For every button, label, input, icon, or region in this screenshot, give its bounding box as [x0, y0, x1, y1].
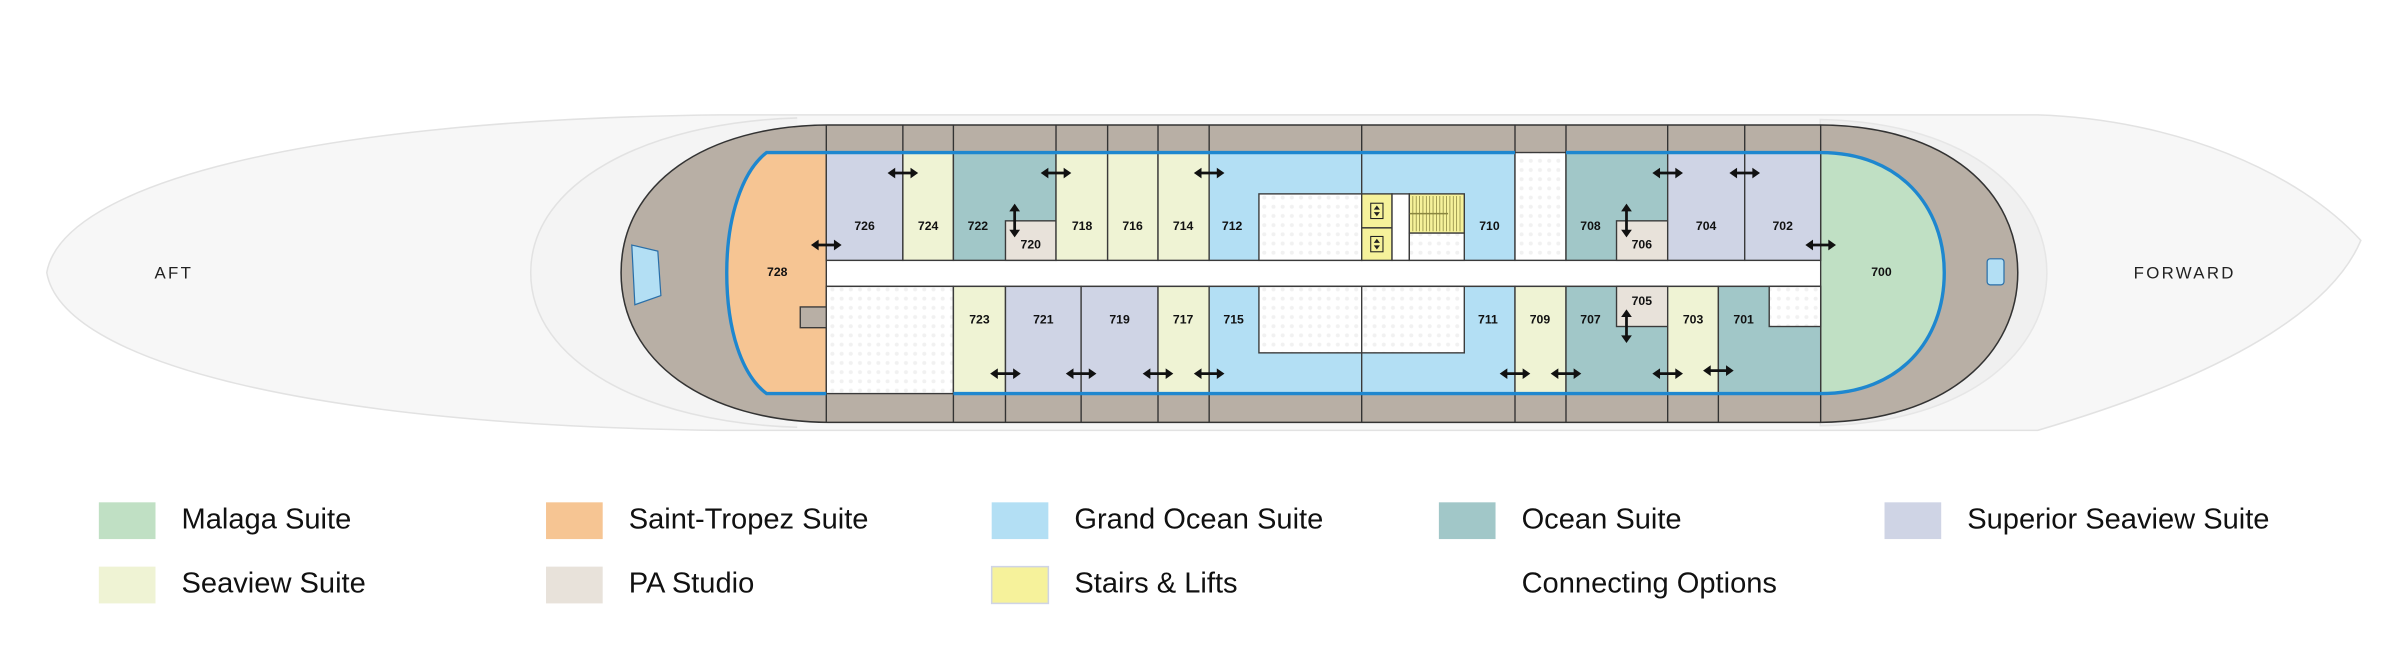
cabin-number: 700	[1871, 265, 1892, 279]
cabin-number: 714	[1173, 219, 1194, 233]
legend-item: Stairs & Lifts	[990, 565, 1238, 605]
cabin-number: 705	[1632, 294, 1653, 308]
cabin-number: 722	[968, 219, 989, 233]
cabin-number: 702	[1772, 219, 1793, 233]
connecting-arrow-icon	[1652, 368, 1683, 380]
lift	[1361, 193, 1393, 229]
connecting-arrow-icon	[1652, 167, 1683, 179]
cabin-702[interactable]	[1744, 151, 1822, 262]
legend-item: Superior Seaview Suite	[1884, 502, 2269, 540]
cabin-number: 718	[1072, 219, 1093, 233]
connecting-arrow-icon	[1550, 368, 1582, 380]
service-area	[1514, 151, 1567, 262]
cabin-703[interactable]	[1666, 285, 1720, 395]
legend-item: Ocean Suite	[1438, 502, 1682, 540]
legend-label: Seaview Suite	[182, 568, 366, 600]
suite-outline	[953, 150, 1946, 396]
legend-swatch	[98, 566, 156, 604]
cabin-716[interactable]	[1106, 151, 1159, 262]
legend-item: PA Studio	[546, 566, 755, 604]
lift-icon	[1370, 235, 1384, 253]
connecting-arrow-icon	[887, 167, 919, 179]
legend-item: Connecting Options	[1522, 568, 1777, 600]
connecting-arrow-icon	[1729, 167, 1761, 179]
connecting-arrow-icon	[1009, 203, 1021, 238]
cabin-number: 728	[767, 265, 788, 279]
lift-icon	[1370, 202, 1384, 220]
cabin-number: 719	[1109, 312, 1130, 326]
connecting-arrow-icon	[1805, 239, 1836, 251]
legend-label: Malaga Suite	[182, 503, 352, 535]
cabin-709[interactable]	[1514, 285, 1567, 395]
legend-swatch	[546, 502, 603, 540]
cabin-number: 708	[1580, 219, 1601, 233]
connecting-arrow-icon	[1703, 365, 1734, 376]
legend-label: Grand Ocean Suite	[1074, 503, 1323, 535]
legend-swatch	[1884, 502, 1942, 540]
cabin-number: 715	[1223, 312, 1244, 326]
cabin-number: 704	[1696, 219, 1717, 233]
forward-window	[1986, 258, 2005, 286]
deck-dividers	[825, 124, 1822, 423]
connecting-arrow-icon	[1065, 368, 1097, 380]
connecting-arrow-icon	[810, 239, 842, 251]
legend-swatch	[1438, 502, 1496, 540]
legend: Malaga Suite Saint-Tropez Suite Grand Ocea…	[98, 502, 2269, 605]
service-area	[1258, 193, 1363, 262]
service-area	[1258, 285, 1363, 354]
cabin-719[interactable]	[1080, 285, 1159, 395]
cabin-number: 721	[1033, 312, 1054, 326]
legend-item: Grand Ocean Suite	[991, 502, 1323, 540]
connecting-arrow-icon	[1193, 368, 1225, 380]
service-gap	[1391, 193, 1411, 262]
suite-outline	[725, 150, 1515, 396]
connecting-arrow-icon	[1193, 167, 1225, 179]
cabin-number: 707	[1580, 312, 1601, 326]
aft-window	[631, 244, 662, 306]
cabin-number: 711	[1478, 312, 1498, 326]
legend-label: Connecting Options	[1522, 568, 1777, 600]
aft-label: AFT	[155, 264, 194, 283]
legend-swatch	[990, 565, 1050, 605]
legend-label: Saint-Tropez Suite	[629, 503, 869, 535]
cabin-704[interactable]	[1666, 151, 1746, 262]
legend-swatch	[991, 502, 1049, 540]
legend-label: Superior Seaview Suite	[1967, 503, 2269, 535]
legend-swatch	[98, 502, 156, 540]
service-area	[1361, 285, 1465, 354]
connecting-arrow-icon	[1621, 309, 1632, 344]
cabin-number: 724	[918, 219, 939, 233]
corridor	[825, 259, 1823, 288]
cabin-number: 726	[854, 219, 875, 233]
legend-item: Malaga Suite	[98, 502, 352, 540]
legend-item: Saint-Tropez Suite	[546, 502, 869, 540]
cabin-number: 717	[1173, 312, 1194, 326]
legend-item: Seaview Suite	[98, 566, 366, 604]
connecting-arrow-icon	[990, 368, 1021, 380]
cabin-number: 709	[1530, 312, 1551, 326]
connecting-arrow-icon	[1621, 203, 1632, 238]
connecting-arrow-icon	[1040, 167, 1072, 179]
service-area	[1408, 232, 1465, 262]
cabin-721[interactable]	[1004, 285, 1082, 395]
service-area	[825, 285, 955, 395]
lift	[1361, 227, 1393, 262]
cabin-724[interactable]	[902, 151, 955, 262]
cabin-number: 710	[1479, 219, 1500, 233]
connecting-arrow-icon	[1142, 368, 1174, 380]
cabin-number: 712	[1222, 219, 1243, 233]
legend-label: Stairs & Lifts	[1074, 568, 1237, 600]
cabin-number: 723	[969, 312, 990, 326]
service-area	[1768, 285, 1822, 328]
forward-label: FORWARD	[2134, 264, 2236, 283]
cabin-number: 701	[1733, 312, 1754, 326]
cabin-number: 720	[1021, 237, 1042, 251]
legend-label: PA Studio	[629, 568, 755, 600]
legend-label: Ocean Suite	[1522, 503, 1682, 535]
legend-swatch	[546, 566, 603, 604]
cabin-number: 703	[1683, 312, 1704, 326]
cabin-number: 706	[1632, 237, 1653, 251]
cabin-number: 716	[1122, 219, 1143, 233]
cabin-705[interactable]	[1615, 285, 1669, 328]
